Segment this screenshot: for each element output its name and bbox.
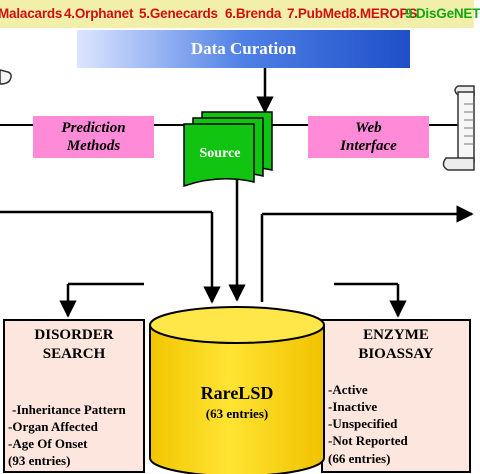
source-documents-shape [183,111,273,188]
enzyme-title-line-1: ENZYME [363,327,429,343]
database-entries: (63 entries) [205,406,269,421]
source-merops: 8.MEROPS [349,6,418,21]
disorder-item: -Inheritance Pattern [12,402,126,417]
source-label: Source [199,146,241,161]
enzyme-bioassay-panel [321,319,471,473]
source-malacards: Malacards [0,6,63,21]
disorder-search-panel [3,319,145,473]
source-brenda: 6.Brenda [225,6,282,21]
disorder-title-line-2: SEARCH [42,345,106,362]
disorder-item: -Age Of Onset [8,436,88,452]
enzyme-item: -Inactive [328,399,378,415]
source-disgenet: 9.DisGeNET [405,6,480,21]
prediction-methods-label: Prediction Methods [33,119,154,155]
disorder-title: DISORDER SEARCH [4,326,144,364]
data-sources-bar: Malacards 4.Orphanet 5.Genecards 6.Brend… [0,0,480,28]
enzyme-item: -Active [328,382,368,397]
prediction-line-1: Prediction [61,120,126,136]
enzyme-item: -Unspecified [328,416,398,432]
disorder-list: -Inheritance Pattern -Organ Affected -Ag… [8,401,144,470]
web-interface-label: Web Interface [308,119,429,155]
enzyme-item: -Not Reported [328,433,408,449]
web-line-2: Interface [340,138,397,154]
enzyme-list: -Active -Inactive -Unspecified -Not Repo… [328,381,468,467]
database-name: RareLSD [200,383,274,403]
source-pubmed: 7.PubMed [287,6,350,21]
database-cylinder [149,306,325,474]
enzyme-entries: (66 entries) [328,450,391,466]
web-interface-box [308,116,429,158]
disorder-title-line-1: DISORDER [34,327,114,343]
data-curation-box [77,30,410,68]
web-line-1: Web [355,120,382,136]
source-orphanet: 4.Orphanet [64,6,134,21]
enzyme-title-line-2: BIOASSAY [358,345,434,362]
prediction-methods-box [33,116,154,158]
right-scroll-icon [442,85,475,171]
prediction-line-2: Methods [66,138,121,154]
left-scroll-icon [0,69,12,85]
data-curation-label: Data Curation [190,39,297,58]
disorder-entries: (93 entries) [8,453,71,469]
enzyme-title: ENZYME BIOASSAY [322,326,470,364]
disorder-item: -Organ Affected [8,419,98,435]
source-genecards: 5.Genecards [139,6,218,21]
